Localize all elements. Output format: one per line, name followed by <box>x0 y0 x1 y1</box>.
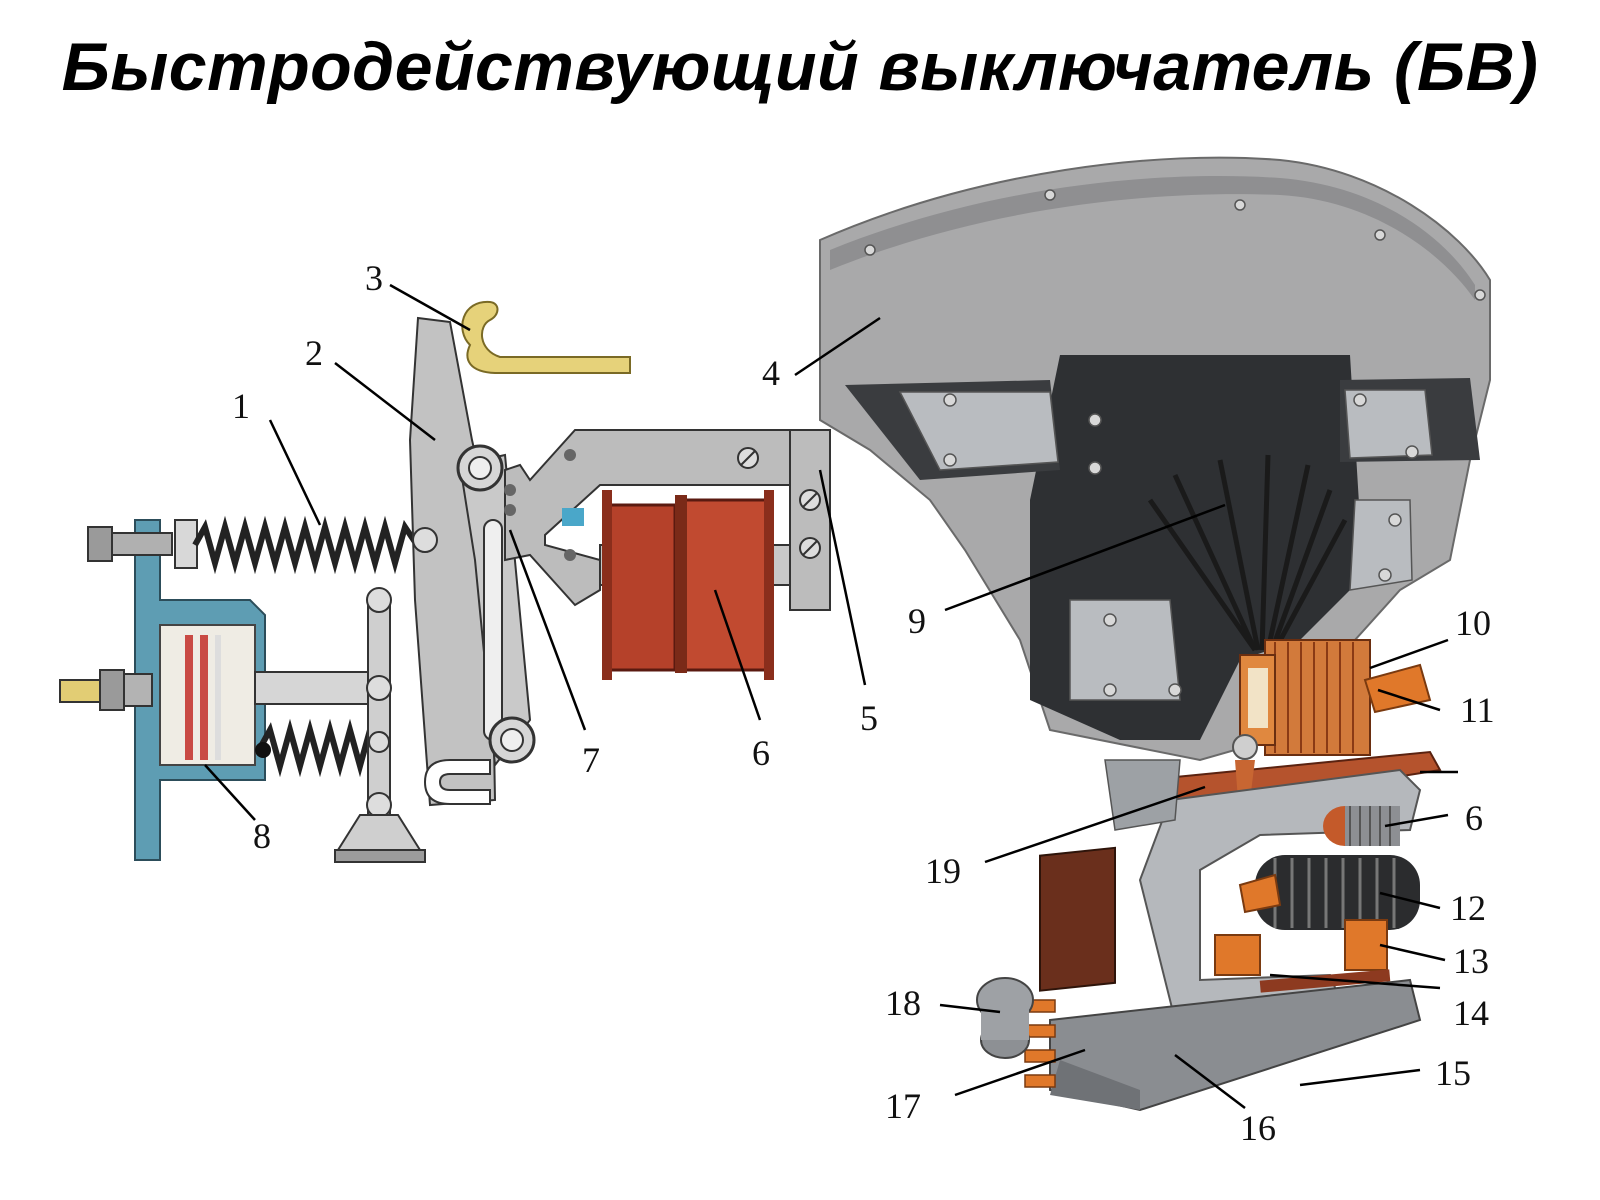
aux-contacts-17 <box>1024 846 1116 1088</box>
label-6-left: 6 <box>752 733 770 773</box>
label-7: 7 <box>582 740 600 780</box>
label-17: 17 <box>885 1086 921 1126</box>
label-4: 4 <box>762 353 780 393</box>
lever-2 <box>408 316 497 807</box>
label-13: 13 <box>1453 941 1489 981</box>
label-10: 10 <box>1455 603 1491 643</box>
label-18: 18 <box>885 983 921 1023</box>
label-16: 16 <box>1240 1108 1276 1148</box>
lower-rod <box>59 669 381 711</box>
label-3: 3 <box>365 258 383 298</box>
label-15: 15 <box>1435 1053 1471 1093</box>
contact-3 <box>461 300 631 374</box>
leader-lines-left <box>204 283 867 821</box>
label-12: 12 <box>1450 888 1486 928</box>
schematic-mechanism <box>59 283 867 863</box>
arc-wires-9 <box>1147 454 1348 652</box>
label-19: 19 <box>925 851 961 891</box>
label-1: 1 <box>232 386 250 426</box>
terminal-left <box>1214 934 1261 976</box>
label-5: 5 <box>860 698 878 738</box>
breaker-device <box>794 156 1491 1112</box>
coil-6 <box>602 490 774 680</box>
label-2: 2 <box>305 333 323 373</box>
coil-12 <box>1238 855 1420 930</box>
lower-lever <box>334 587 426 863</box>
label-8: 8 <box>253 816 271 856</box>
label-11: 11 <box>1460 690 1495 730</box>
link-7 <box>456 444 536 768</box>
leader-lines-right <box>794 316 1458 1109</box>
label-9: 9 <box>908 601 926 641</box>
page-title: Быстродействующий выключатель (БВ) <box>61 29 1539 105</box>
upper-bolt <box>87 519 198 569</box>
spring-lower <box>257 718 383 778</box>
spring-1 <box>192 515 420 575</box>
terminal-11 <box>1363 663 1432 714</box>
gear-18 <box>976 977 1034 1059</box>
shaft-14 <box>1259 969 1391 993</box>
coil-10 <box>1239 639 1371 756</box>
label-14: 14 <box>1453 993 1489 1033</box>
label-6-right: 6 <box>1465 798 1483 838</box>
